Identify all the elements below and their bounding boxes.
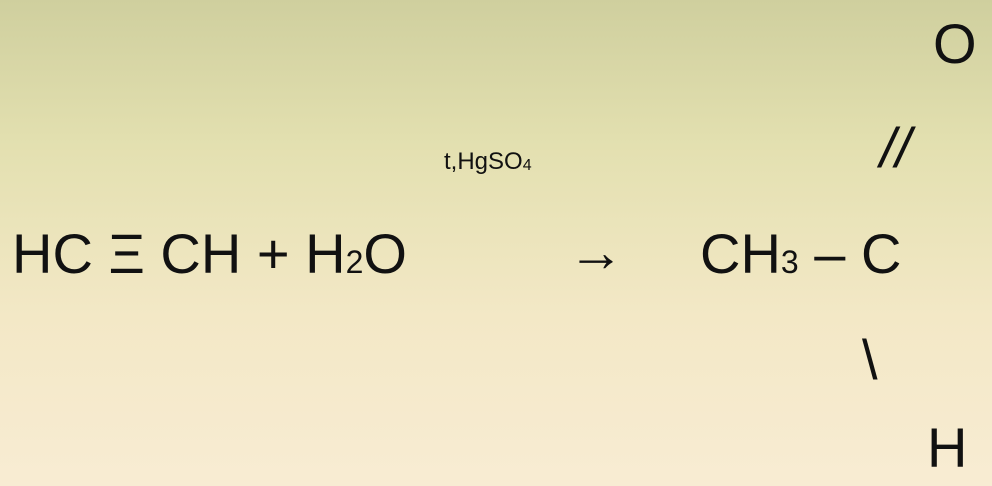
single-bond: – xyxy=(814,222,846,285)
product-chain: CH3 – C xyxy=(700,226,901,282)
water: H2O xyxy=(305,222,407,285)
reaction-conditions: t,HgSO4 xyxy=(444,148,532,175)
double-bond: // xyxy=(880,116,912,179)
acetylene: HC Ξ CH xyxy=(12,222,242,285)
plus-sign: + xyxy=(256,222,290,285)
hydrogen-atom: H xyxy=(927,416,968,479)
oxygen-atom: O xyxy=(933,12,977,75)
methyl-group: CH3 xyxy=(700,222,799,285)
reaction-arrow: → xyxy=(568,220,624,283)
reactants: HC Ξ CH + H2O xyxy=(12,226,407,282)
carbonyl-carbon: C xyxy=(860,222,902,285)
single-bond-down: \ xyxy=(862,328,878,391)
